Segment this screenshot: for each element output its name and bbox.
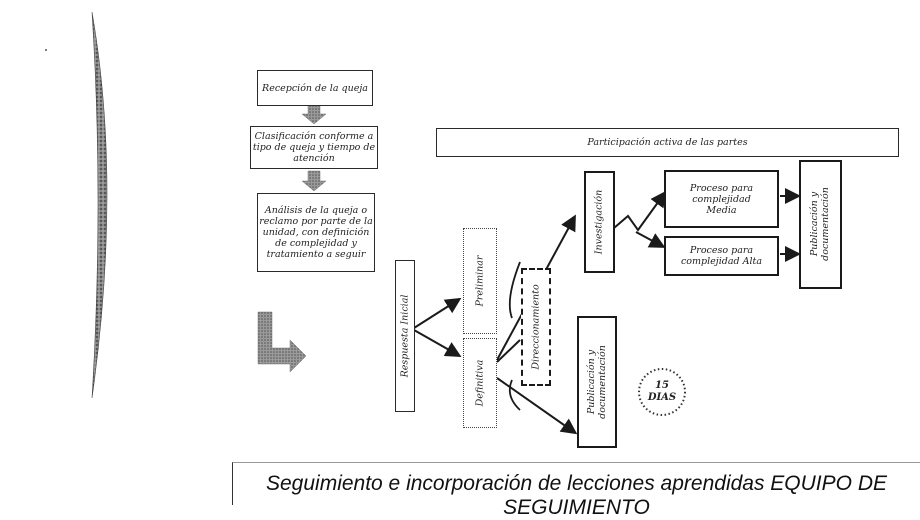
days-badge-circle: [638, 368, 686, 416]
zigzag-to-medium: [613, 190, 667, 232]
definitive-box: [463, 338, 497, 428]
diagram-graphics: [45, 11, 801, 435]
analysis-label: Análisis de la queja o reclamo por parte…: [259, 205, 373, 260]
arrow-definitiva-to-direccionamiento: [496, 339, 521, 363]
preliminary-label: Preliminar: [474, 255, 486, 307]
investigation-box: [584, 171, 615, 273]
process-medium-label: Proceso para complejidad Media: [689, 182, 754, 216]
publication-top-box: [799, 160, 842, 289]
classification-label: Clasificación conforme a tipo de queja y…: [252, 131, 376, 164]
classification-box: Clasificación conforme a tipo de queja y…: [250, 126, 378, 169]
process-high-box: Proceso para complejidad Alta: [664, 236, 779, 276]
preliminary-box: [463, 228, 497, 334]
definitive-label: Definitiva: [474, 359, 486, 407]
days-badge-number: 15: [655, 380, 669, 391]
arrow-to-high: [635, 231, 666, 248]
footer-banner: Seguimiento e incorporación de lecciones…: [232, 462, 920, 519]
analysis-box: Análisis de la queja o reclamo por parte…: [257, 193, 375, 272]
l-shaped-arrow: [257, 311, 307, 373]
initial-response-box: [395, 260, 415, 412]
scan-speck: [45, 49, 47, 51]
days-badge: 15 DIAS: [641, 372, 683, 412]
redirection-box: [521, 268, 551, 386]
process-medium-box: Proceso para complejidad Media: [664, 170, 779, 228]
publication-bottom-label: Publicación y documentación: [586, 345, 608, 419]
arrow-to-definitiva: [413, 329, 462, 357]
initial-response-label: Respuesta Inicial: [399, 294, 411, 378]
branch-curve: [508, 261, 521, 319]
process-high-label: Proceso para complejidad Alta: [680, 245, 762, 267]
publication-bottom-box: [577, 316, 617, 448]
down-arrow-1: [301, 104, 327, 125]
reception-label: Recepción de la queja: [262, 82, 368, 94]
arrow-definitiva-to-publicacion: [496, 377, 578, 435]
active-participation-label: Participación activa de las partes: [587, 137, 748, 148]
footer-title: Seguimiento e incorporación de lecciones…: [265, 472, 887, 519]
investigation-label: Investigación: [593, 189, 605, 255]
down-arrow-2: [301, 170, 327, 192]
publication-top-label: Publicación y documentación: [809, 187, 831, 261]
redirection-label: Direccionamiento: [530, 284, 542, 370]
days-badge-unit: DIAS: [647, 392, 677, 403]
reception-box: Recepción de la queja: [257, 70, 373, 106]
arrow-to-preliminar: [413, 297, 462, 329]
branch-curve-2: [508, 379, 521, 411]
left-crescent-shape: [91, 11, 108, 399]
active-participation-box: Participación activa de las partes: [436, 128, 899, 157]
